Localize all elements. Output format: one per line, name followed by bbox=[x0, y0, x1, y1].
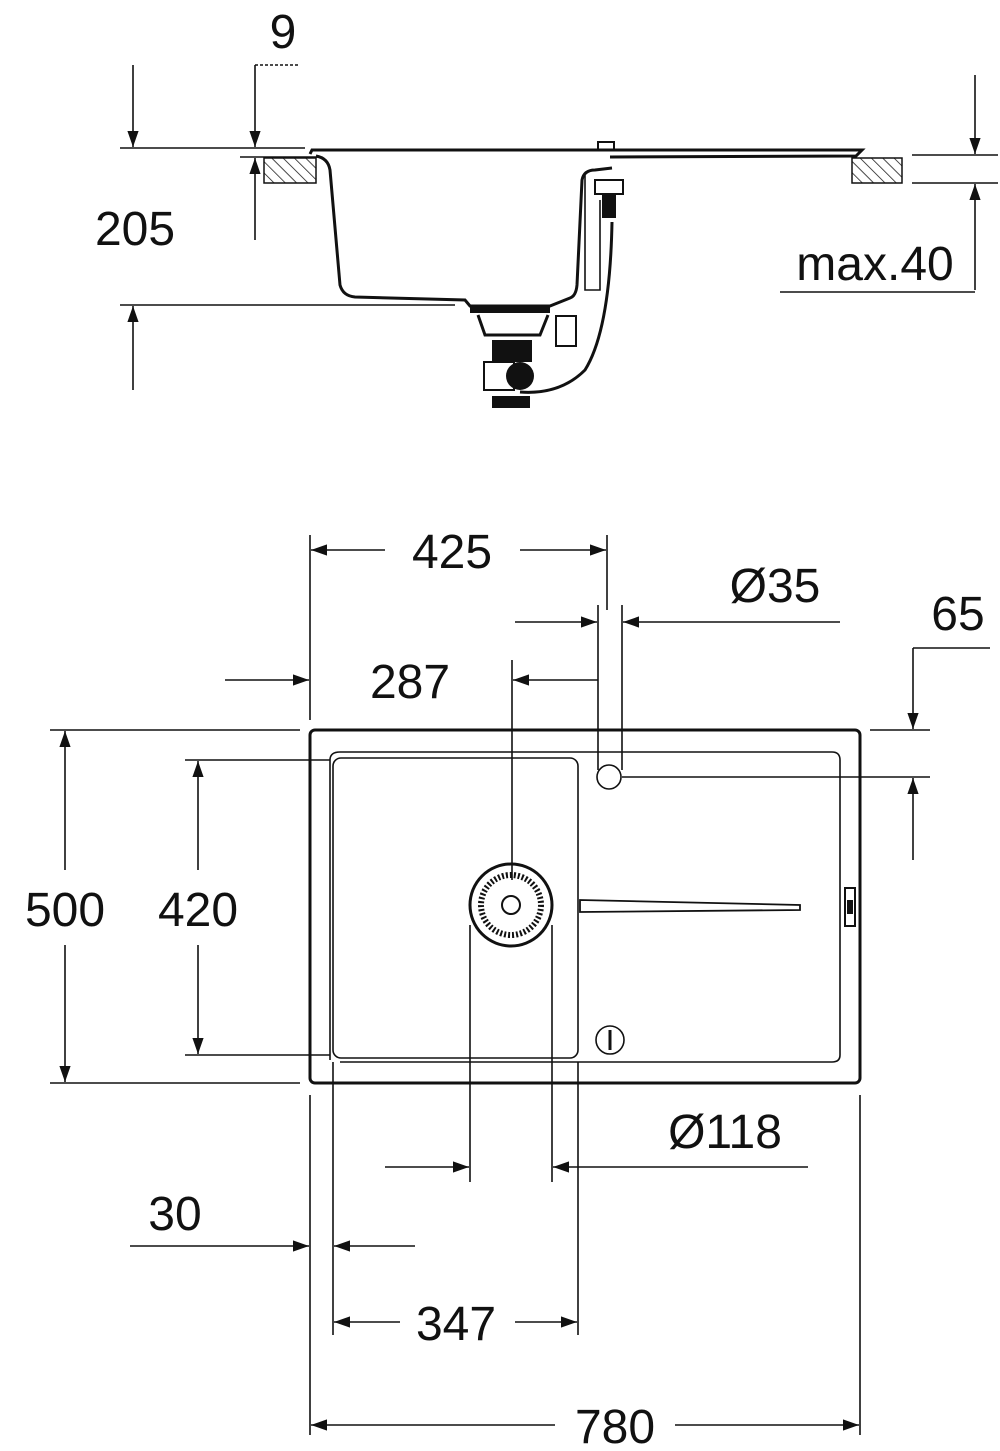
dim-drain-offset: 287 bbox=[370, 656, 450, 709]
overflow bbox=[595, 1025, 625, 1055]
drain bbox=[468, 862, 554, 948]
dim-bowl-width: 420 bbox=[158, 884, 238, 937]
sink-outline bbox=[308, 728, 862, 1085]
dim-rim: 30 bbox=[148, 1188, 201, 1241]
plan-view: 425 Ø35 287 65 500 420 bbox=[25, 526, 990, 1451]
worktop-right bbox=[851, 157, 903, 184]
dim-tap-hole: Ø35 bbox=[730, 560, 821, 613]
dim-tap-offset: 425 bbox=[412, 526, 492, 579]
dim-length: 780 bbox=[575, 1401, 655, 1451]
bowl bbox=[332, 757, 579, 1059]
drainboard-rib bbox=[579, 899, 801, 913]
dim-depth: 205 bbox=[95, 203, 175, 256]
dim-drain-dia: Ø118 bbox=[668, 1106, 782, 1159]
tap-hole bbox=[596, 764, 622, 790]
dim-bowl-length: 347 bbox=[416, 1298, 496, 1351]
drainboard bbox=[329, 751, 841, 1063]
dim-tap-edge: 65 bbox=[931, 588, 984, 641]
section-view: 205 9 max.40 bbox=[95, 6, 998, 408]
dim-worktop: max.40 bbox=[796, 238, 953, 291]
dim-width: 500 bbox=[25, 884, 105, 937]
dim-flange: 9 bbox=[270, 6, 297, 59]
worktop-left bbox=[263, 157, 317, 184]
